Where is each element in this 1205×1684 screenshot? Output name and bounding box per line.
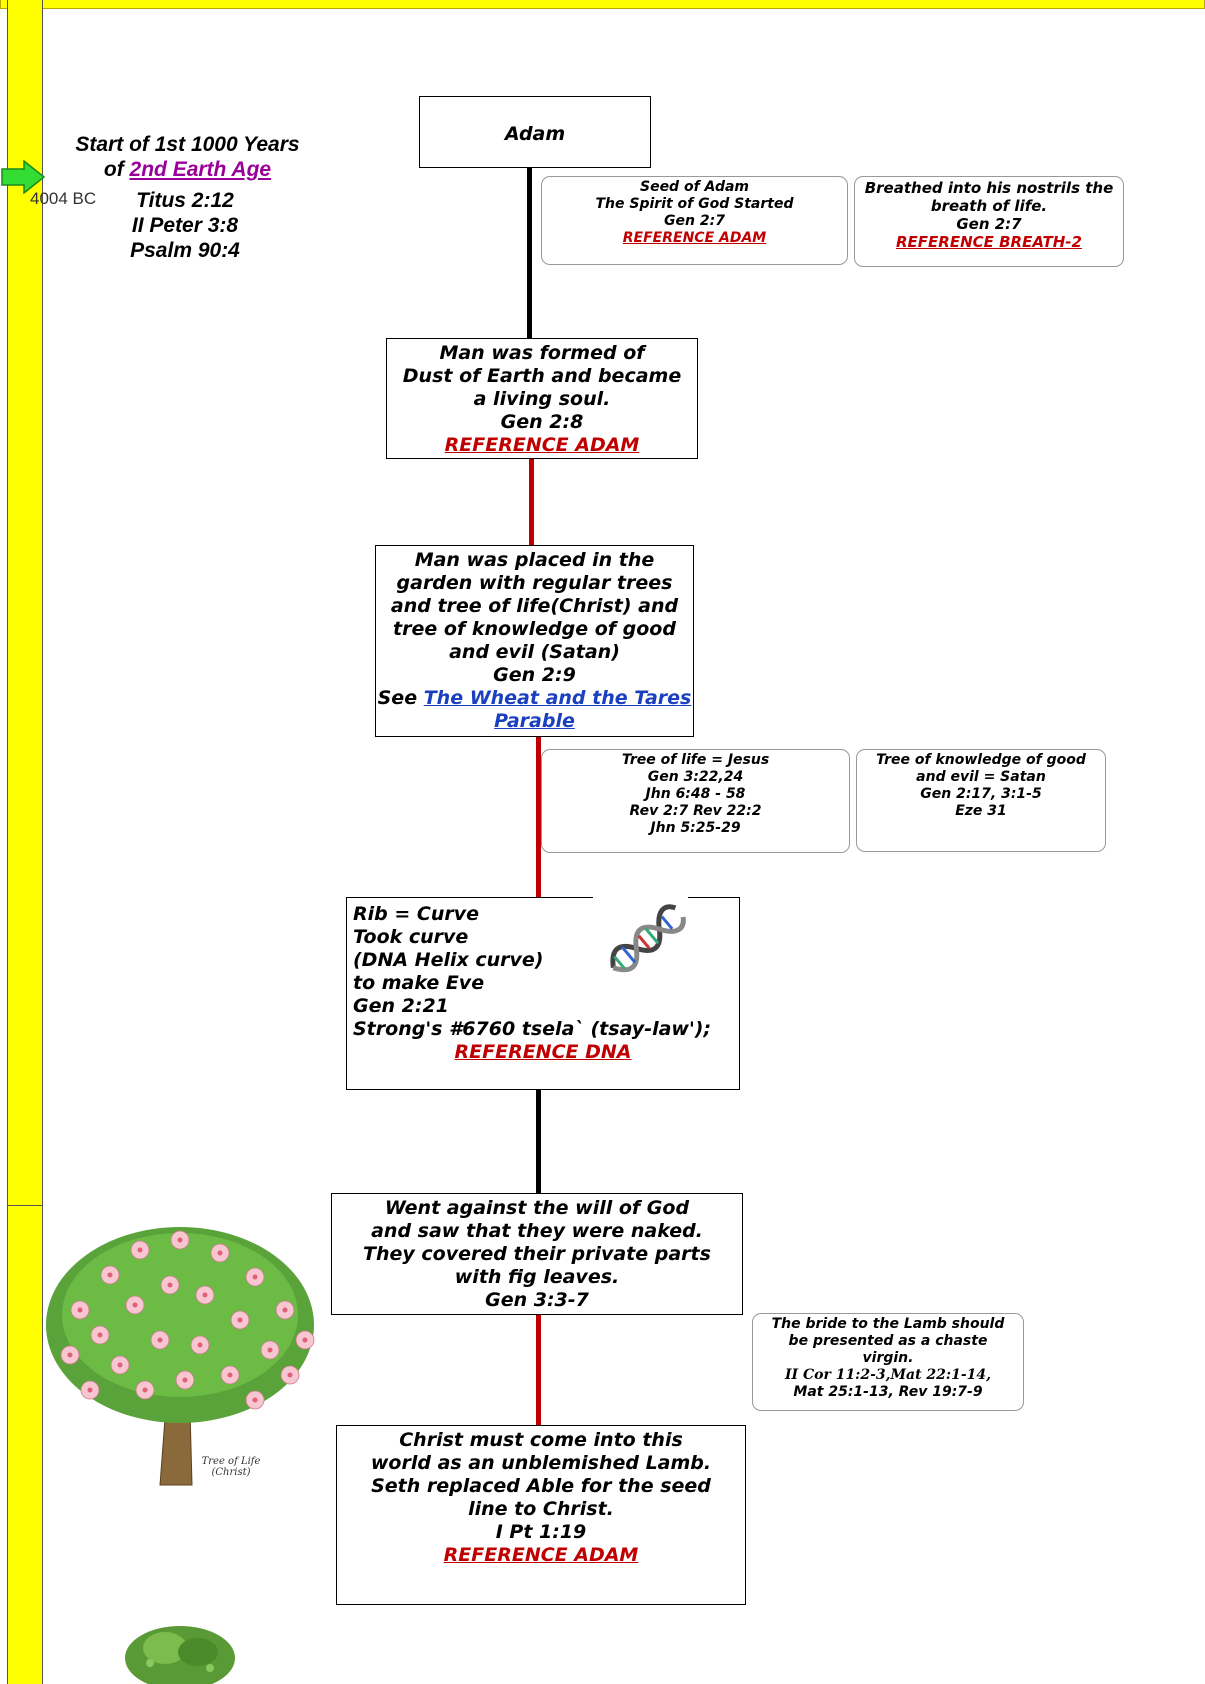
tree-knowledge-line2: and evil = Satan — [916, 769, 1046, 785]
christ-line5: I Pt 1:19 — [495, 1521, 587, 1543]
scripture-2: II Peter 3:8 — [131, 214, 239, 237]
seed-note: Seed of Adam The Spirit of God Started G… — [541, 176, 848, 265]
tree-caption: Tree of Life (Christ) — [196, 1456, 266, 1478]
garden-line1: Man was placed in the — [414, 549, 655, 571]
rib-line1: Rib = Curve — [353, 903, 480, 925]
against-line4: with fig leaves. — [454, 1266, 620, 1288]
tree-of-knowledge-image — [125, 1626, 235, 1684]
bride-line3: virgin. — [862, 1350, 914, 1366]
dna-reference-link[interactable]: REFERENCE DNA — [454, 1041, 632, 1063]
adam-box: Adam — [419, 96, 651, 168]
tree-caption-line1: Tree of Life — [201, 1456, 261, 1467]
tree-life-line3: Jhn 6:48 - 58 — [645, 786, 746, 802]
rib-line3: (DNA Helix curve) — [353, 949, 544, 971]
tree-caption-line2: (Christ) — [211, 1467, 251, 1478]
arrow-right-icon — [1, 160, 46, 194]
christ-line4: line to Christ. — [468, 1498, 614, 1520]
rib-line4: to make Eve — [353, 972, 485, 994]
christ-reference-link[interactable]: REFERENCE ADAM — [443, 1544, 639, 1566]
seed-note-line1: Seed of Adam — [639, 179, 749, 195]
tree-of-life-image — [46, 1227, 315, 1486]
christ-line3: Seth replaced Able for the seed — [371, 1475, 711, 1497]
adam-title: Adam — [504, 123, 566, 145]
garden-line3: and tree of life(Christ) and — [390, 595, 679, 617]
seed-note-line2: The Spirit of God Started — [595, 196, 794, 212]
dna-image-backdrop — [593, 895, 688, 987]
christ-box: Christ must come into this world as an u… — [336, 1425, 746, 1605]
scripture-list: Titus 2:12 II Peter 3:8 Psalm 90:4 — [110, 188, 260, 263]
rib-line6: Strong's #6760 tsela` (tsay-law'); — [353, 1018, 712, 1040]
tree-life-line5: Jhn 5:25-29 — [650, 820, 741, 836]
formed-line1: Man was formed of — [439, 342, 645, 364]
connector-against-christ — [536, 1315, 541, 1425]
formed-line4: Gen 2:8 — [500, 411, 584, 433]
timeline-divider — [7, 1205, 43, 1206]
tree-life-line1: Tree of life = Jesus — [621, 752, 770, 768]
formed-box: Man was formed of Dust of Earth and beca… — [386, 338, 698, 459]
earth-age-link[interactable]: 2nd Earth Age — [129, 158, 272, 181]
top-bar — [0, 0, 1205, 9]
connector-garden-rib — [536, 736, 541, 898]
against-line1: Went against the will of God — [384, 1197, 690, 1219]
garden-see-label: See — [377, 687, 424, 709]
age-heading-line1: Start of 1st 1000 Years — [75, 133, 300, 156]
bride-line5: Mat 25:1-13, Rev 19:7-9 — [793, 1384, 983, 1400]
wheat-tares-link[interactable]: The Wheat and the Tares Parable — [423, 687, 692, 732]
rib-box: Rib = Curve Took curve (DNA Helix curve)… — [346, 897, 740, 1090]
formed-line3: a living soul. — [473, 388, 611, 410]
seed-note-line3: Gen 2:7 — [664, 213, 725, 229]
rib-line2: Took curve — [353, 926, 469, 948]
garden-line2: garden with regular trees — [396, 572, 673, 594]
against-line2: and saw that they were naked. — [371, 1220, 703, 1242]
scripture-1: Titus 2:12 — [136, 189, 234, 212]
breath-note-line3: Gen 2:7 — [956, 215, 1022, 233]
tree-life-line4: Rev 2:7 Rev 22:2 — [629, 803, 762, 819]
seed-reference-link[interactable]: REFERENCE ADAM — [622, 230, 767, 246]
against-will-box: Went against the will of God and saw tha… — [331, 1193, 743, 1315]
connector-formed-garden — [529, 458, 534, 545]
bride-line1: The bride to the Lamb should — [771, 1316, 1005, 1332]
breath-note: Breathed into his nostrils the breath of… — [854, 176, 1124, 267]
breath-reference-link[interactable]: REFERENCE BREATH-2 — [896, 233, 1082, 251]
bride-line4: II Cor 11:2-3,Mat 22:1-14, — [785, 1367, 991, 1383]
timeline-bar-upper — [7, 0, 43, 1205]
formed-reference-link[interactable]: REFERENCE ADAM — [444, 434, 640, 456]
garden-line6: Gen 2:9 — [493, 664, 576, 686]
formed-line2: Dust of Earth and became — [402, 365, 682, 387]
rib-line5: Gen 2:21 — [353, 995, 449, 1017]
connector-rib-against — [536, 1089, 541, 1193]
bride-note: The bride to the Lamb should be presente… — [752, 1313, 1024, 1411]
breath-note-line2: breath of life. — [930, 197, 1048, 215]
scripture-3: Psalm 90:4 — [130, 239, 240, 262]
tree-knowledge-line3: Gen 2:17, 3:1-5 — [920, 786, 1042, 802]
tree-of-knowledge-note: Tree of knowledge of good and evil = Sat… — [856, 749, 1106, 852]
dna-helix-icon — [610, 904, 686, 973]
breath-note-line1: Breathed into his nostrils the — [864, 179, 1114, 197]
date-label: 4004 BC — [30, 189, 97, 208]
christ-line2: world as an unblemished Lamb. — [370, 1452, 712, 1474]
garden-line4: tree of knowledge of good — [393, 618, 676, 640]
connector-adam-formed — [527, 168, 532, 338]
against-line5: Gen 3:3-7 — [485, 1289, 589, 1311]
age-heading: Start of 1st 1000 Years of 2nd Earth Age — [55, 132, 320, 182]
christ-line1: Christ must come into this — [399, 1429, 683, 1451]
bride-line2: be presented as a chaste — [788, 1333, 988, 1349]
garden-box: Man was placed in the garden with regula… — [375, 545, 694, 737]
timeline-bar-lower — [7, 1206, 43, 1684]
tree-life-line2: Gen 3:22,24 — [647, 769, 744, 785]
tree-knowledge-line1: Tree of knowledge of good — [876, 752, 1086, 768]
age-heading-of: of — [103, 158, 130, 181]
tree-knowledge-line4: Eze 31 — [955, 803, 1007, 819]
garden-line5: and evil (Satan) — [449, 641, 620, 663]
tree-of-life-note: Tree of life = Jesus Gen 3:22,24 Jhn 6:4… — [541, 749, 850, 853]
against-line3: They covered their private parts — [363, 1243, 711, 1265]
